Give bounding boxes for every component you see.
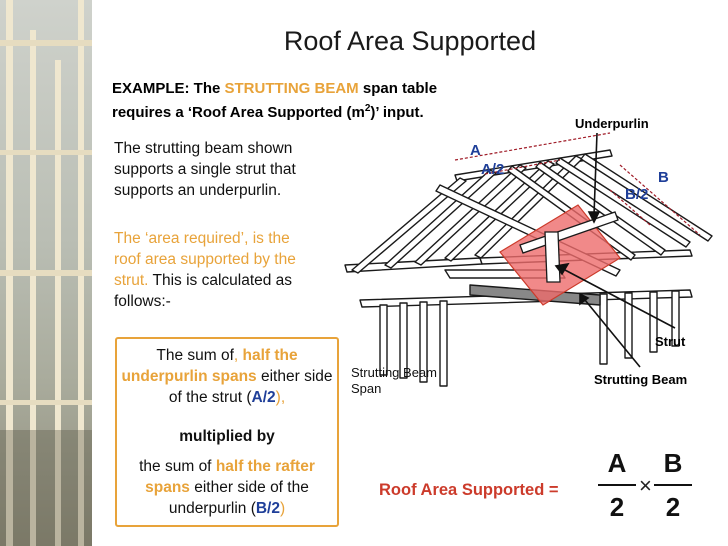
span-label-line2: Span [351, 381, 382, 396]
rafter [535, 161, 666, 256]
wall-stud [624, 292, 633, 359]
dimension-line-b2 [609, 189, 651, 226]
roof-area-supported-label: Roof Area Supported = [379, 481, 559, 499]
leader-strutting-beam [584, 299, 641, 368]
example-prefix: EXAMPLE: The [112, 80, 225, 97]
wall-stud [379, 304, 388, 376]
fraction-a-over-2: A 2 [594, 448, 640, 523]
leader-strut [564, 269, 676, 329]
rafter [414, 164, 527, 266]
formula-line-1: The sum of, half the underpurlin spans e… [117, 345, 337, 408]
dimension-line-a2 [484, 159, 561, 175]
area-required-lead: The ‘area required’, is the roof area su… [114, 230, 296, 289]
photo-ground-shadow [0, 430, 92, 546]
formula-line1-b: half the underpurlin spans [121, 347, 298, 385]
photo-post [30, 30, 36, 546]
photo-beam [0, 150, 92, 155]
wall-stud [439, 300, 448, 387]
example-mid: span table [358, 80, 438, 97]
formula-line-2: multiplied by [179, 428, 275, 445]
dim-label-b: B [658, 169, 669, 186]
example-highlight: STRUTTING BEAM [224, 80, 359, 97]
wall-stud [599, 293, 608, 365]
rafter [555, 157, 691, 248]
formula-line3-dim: B/2 [255, 500, 280, 517]
formula-line1-d: ), [275, 389, 286, 406]
fraction-b-denominator: 2 [665, 492, 681, 522]
formula-line-3: the sum of half the rafter spans either … [117, 456, 337, 519]
formula-line3-a: the sum of [139, 458, 216, 475]
dimension-line-a [454, 132, 611, 161]
dim-label-a: A [470, 142, 481, 159]
slide-title: Roof Area Supported [283, 26, 537, 56]
area-required-rest: This is calculated as follows:- [114, 272, 293, 310]
rafter [351, 177, 467, 274]
photo-post [55, 60, 61, 546]
fraction-bar [598, 484, 636, 486]
arrowhead [579, 292, 590, 306]
wall-stud [399, 302, 408, 379]
fraction-a-denominator: 2 [609, 492, 625, 522]
span-label-line1: Strutting Beam [351, 365, 437, 380]
example-statement: EXAMPLE: The STRUTTING BEAM span table r… [112, 79, 582, 123]
formula-line3-d: ) [279, 500, 286, 517]
formula-line1-a: The sum of [156, 347, 234, 364]
roof-framing-diagram [344, 132, 713, 387]
photo-beam [0, 270, 92, 276]
example-line2-b: )’ input. [370, 104, 424, 121]
label-underpurlin: Underpurlin [575, 116, 649, 131]
formula-line3-c: either side of the underpurlin ( [168, 479, 309, 517]
fraction-a-numerator: A [607, 448, 627, 478]
fraction-bar [654, 484, 692, 486]
arrowhead [587, 211, 601, 224]
example-line2-sup: 2 [364, 103, 371, 114]
frame-photo-strip [0, 0, 92, 546]
formula-line3-b: half the rafter spans [145, 458, 315, 496]
label-strutting-beam-span: Strutting Beam Span [351, 365, 437, 397]
leader-underpurlin [593, 132, 598, 216]
wall-stud [649, 291, 658, 353]
label-strut: Strut [655, 334, 686, 349]
area-required-paragraph: The ‘area required’, is the roof area su… [114, 228, 314, 312]
wall-stud [419, 301, 428, 383]
formula-line1-dim: A/2 [251, 389, 276, 406]
fraction-b-over-2: B 2 [650, 448, 696, 523]
dim-label-a-half: A/2 [481, 161, 505, 178]
formula-line1-punct: , [233, 347, 239, 364]
photo-beam [0, 400, 92, 405]
multiply-sign: × [639, 473, 652, 498]
rafter [384, 169, 497, 269]
formula-line1-c: either side of the strut ( [168, 368, 333, 406]
wall-stud [671, 290, 680, 347]
dimension-line-b [619, 164, 701, 236]
example-line2-a: requires a ‘Roof Area Supported (m [112, 104, 365, 121]
intro-paragraph: The strutting beam shown supports a sing… [114, 140, 296, 199]
photo-beam [0, 40, 92, 46]
strut [544, 231, 561, 283]
formula-explanation-box: The sum of, half the underpurlin spans e… [115, 337, 339, 527]
arrowhead [554, 262, 570, 276]
rafter [444, 160, 555, 262]
label-strutting-beam: Strutting Beam [594, 372, 688, 387]
dim-label-b-half: B/2 [625, 186, 649, 203]
fraction-b-numerator: B [663, 448, 683, 478]
